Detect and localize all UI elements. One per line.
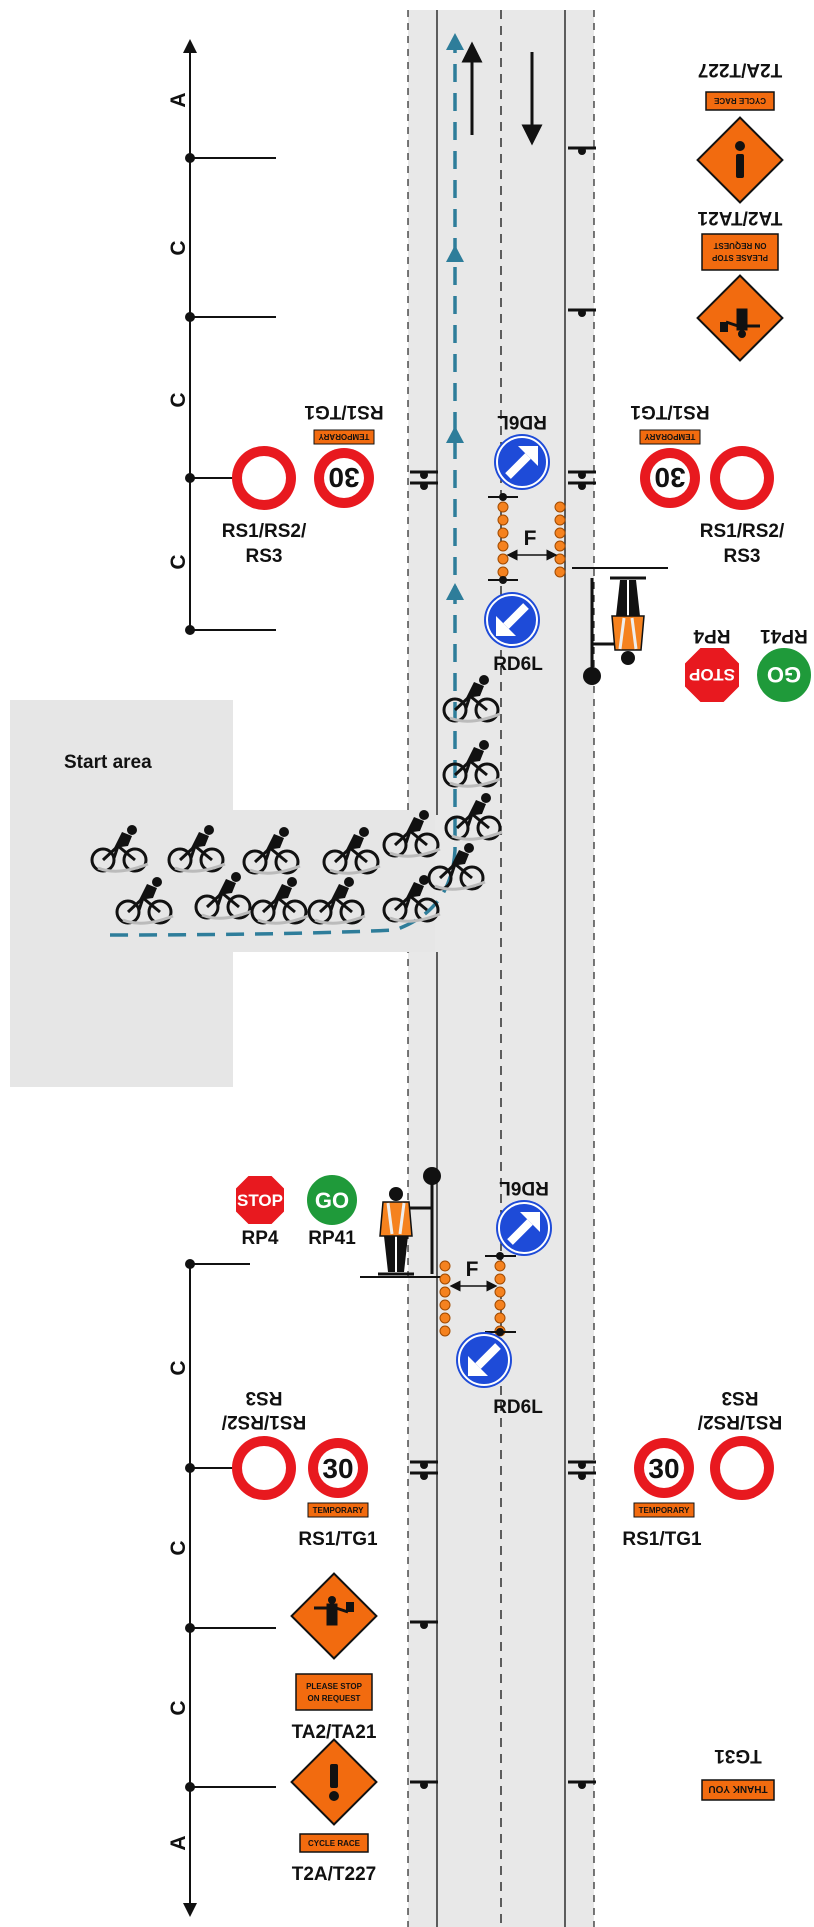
- dimension-label-c: C: [167, 392, 190, 407]
- svg-text:TEMPORARY: TEMPORARY: [639, 1506, 690, 1515]
- svg-text:CYCLE RACE: CYCLE RACE: [308, 1839, 361, 1848]
- speed-value: 30: [648, 1453, 679, 1484]
- dimension-label-c: C: [167, 554, 190, 569]
- traffic-controller-top: [581, 576, 648, 687]
- keep-left-sign: [456, 1332, 512, 1388]
- cycle-race-warning-sign-top: [696, 116, 784, 204]
- dimension-label-c: C: [167, 1700, 190, 1715]
- cone-taper-bottom: [439, 1252, 516, 1337]
- stop-paddle-top: STOP: [683, 646, 741, 704]
- sign-code-ta2: TA2/TA21: [292, 1722, 377, 1743]
- sign-code-rs-tg: RS1/TG1: [630, 401, 710, 422]
- speed-value: 30: [322, 1453, 353, 1484]
- sign-code-rs-line1-top: RS1/RS2/: [221, 1411, 306, 1432]
- sign-code-rd6l-top: RD6L: [499, 1177, 549, 1198]
- sign-code-rs-line1: RS1/RS2/: [700, 521, 785, 542]
- dimension-label-a: A: [167, 1835, 190, 1850]
- sign-code-rs-line1-top: RS1/RS2/: [697, 1411, 782, 1432]
- speed-restriction-end-sign: [710, 446, 774, 510]
- svg-text:PLEASE STOP: PLEASE STOP: [711, 253, 768, 262]
- dimension-line-bottom: [183, 1259, 276, 1917]
- svg-text:ON REQUEST: ON REQUEST: [713, 241, 766, 250]
- sign-code-rp41-top: RP41: [760, 625, 808, 646]
- sign-code-rd6l-top: RD6L: [497, 411, 547, 432]
- cycle-race-plate-top: CYCLE RACE: [705, 91, 775, 111]
- svg-text:PLEASE STOP: PLEASE STOP: [306, 1682, 363, 1691]
- temporary-plate: TEMPORARY: [633, 1502, 695, 1518]
- dimension-label-c: C: [167, 1540, 190, 1555]
- speed-value: 30: [654, 462, 685, 493]
- svg-text:CYCLE RACE: CYCLE RACE: [713, 96, 766, 105]
- svg-text:THANK YOU: THANK YOU: [708, 1783, 767, 1794]
- route-arrow: [446, 33, 464, 50]
- start-area-label: Start area: [64, 752, 152, 773]
- svg-text:ON REQUEST: ON REQUEST: [308, 1694, 361, 1703]
- route-arrow: [446, 245, 464, 262]
- go-paddle: GO: [305, 1173, 359, 1227]
- svg-text:GO: GO: [767, 662, 801, 687]
- keep-left-sign-top: [494, 434, 550, 490]
- keep-left-sign: [484, 592, 540, 648]
- thank-you-plate: THANK YOU: [701, 1779, 775, 1801]
- please-stop-plate-top: PLEASE STOP ON REQUEST: [701, 233, 779, 271]
- svg-text:STOP: STOP: [689, 665, 735, 684]
- speed-restriction-end-sign: [232, 446, 296, 510]
- sign-code-t2a-top: T2A/T227: [698, 59, 782, 80]
- flagger-warning-sign: [290, 1572, 378, 1660]
- speed-restriction-end-sign: [710, 1436, 774, 1500]
- dimension-label-c: C: [167, 240, 190, 255]
- sign-code-rd6l: RD6L: [493, 1397, 543, 1418]
- svg-text:STOP: STOP: [237, 1191, 283, 1210]
- sign-code-rs-line2-top: RS3: [246, 1387, 283, 1408]
- sign-code-rs-line2-top: RS3: [722, 1387, 759, 1408]
- speed-value: 30: [328, 462, 359, 493]
- svg-text:TEMPORARY: TEMPORARY: [644, 432, 695, 441]
- please-stop-plate: PLEASE STOP ON REQUEST: [295, 1673, 373, 1711]
- flagger-warning-sign-top: [696, 274, 784, 362]
- sign-code-rs-line1: RS1/RS2/: [222, 521, 307, 542]
- sign-code-rp41: RP41: [308, 1228, 356, 1249]
- dimension-label-a: A: [167, 92, 190, 107]
- sign-code-rs-tg: RS1/TG1: [622, 1529, 702, 1550]
- dimension-label-c: C: [167, 1360, 190, 1375]
- stop-paddle: STOP: [234, 1174, 286, 1226]
- svg-text:GO: GO: [315, 1188, 349, 1213]
- sign-code-rd6l: RD6L: [493, 654, 543, 675]
- cycle-race-plate: CYCLE RACE: [299, 1833, 369, 1853]
- cone-taper-top: [488, 493, 566, 584]
- road-surface: [408, 10, 594, 1927]
- svg-text:TEMPORARY: TEMPORARY: [313, 1506, 364, 1515]
- sign-code-rs-tg: RS1/TG1: [298, 1529, 378, 1550]
- svg-text:TEMPORARY: TEMPORARY: [318, 432, 369, 441]
- sign-code-t2a: T2A/T227: [292, 1864, 376, 1885]
- sign-code-rs-tg: RS1/TG1: [304, 401, 384, 422]
- cycle-race-warning-sign: [290, 1738, 378, 1826]
- go-paddle-top: GO: [755, 646, 813, 704]
- route-arrow: [446, 583, 464, 600]
- temporary-plate: TEMPORARY: [313, 429, 375, 445]
- speed-restriction-end-sign: [232, 1436, 296, 1500]
- sign-code-rs-line2: RS3: [724, 546, 761, 567]
- sign-code-tg31: TG31: [714, 1745, 762, 1766]
- temporary-plate: TEMPORARY: [307, 1502, 369, 1518]
- route-arrow: [446, 426, 464, 443]
- sign-code-rp4: RP4: [242, 1228, 279, 1249]
- buffer-label-f: F: [466, 1258, 479, 1281]
- buffer-label-f: F: [524, 527, 537, 550]
- dimension-line-top: [183, 39, 276, 635]
- temporary-plate: TEMPORARY: [639, 429, 701, 445]
- sign-code-rs-line2: RS3: [246, 546, 283, 567]
- sign-code-ta2-top: TA2/TA21: [697, 207, 782, 228]
- keep-left-sign-bottom-top: [496, 1200, 552, 1256]
- sign-code-rp4-top: RP4: [693, 625, 730, 646]
